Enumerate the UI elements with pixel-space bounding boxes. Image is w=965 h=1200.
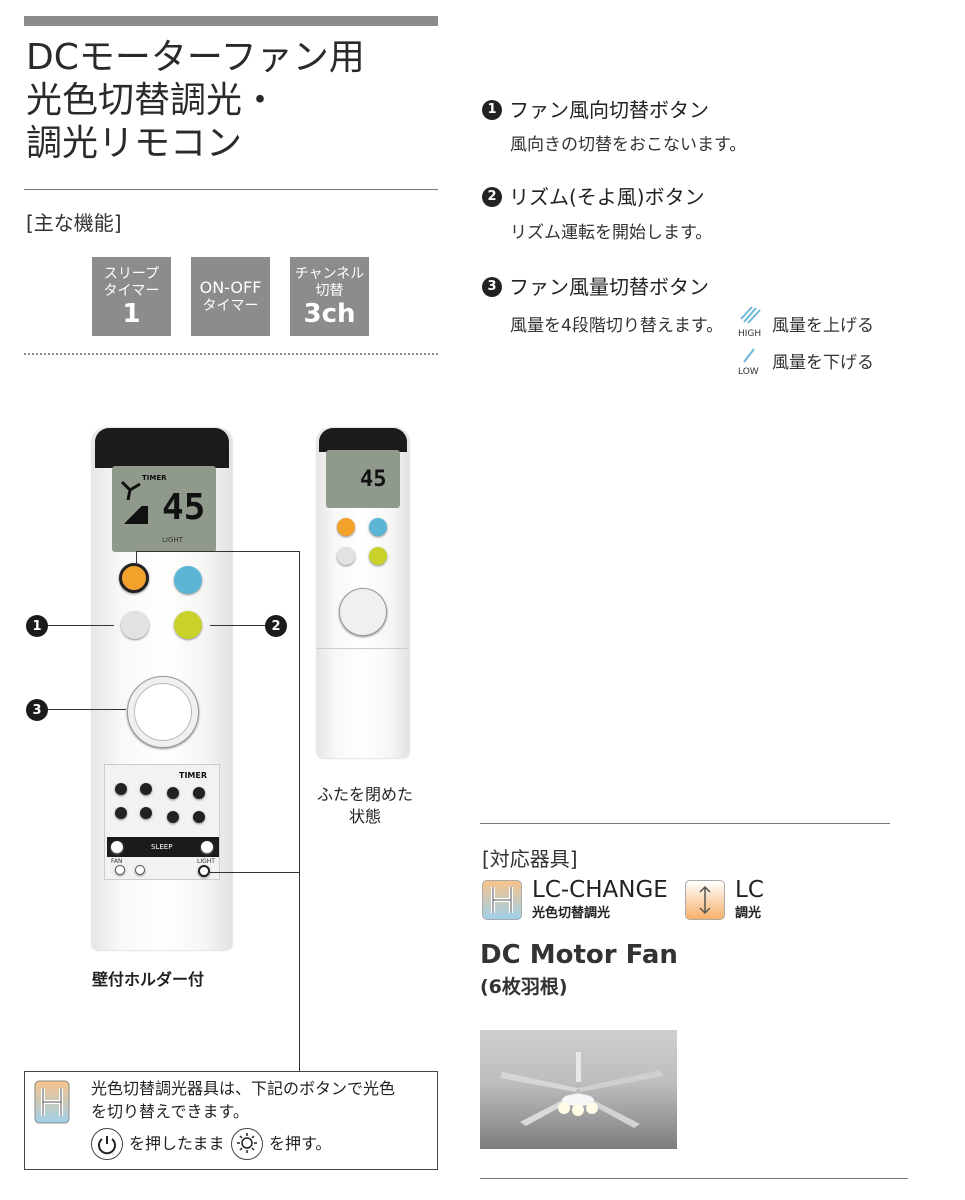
lcd-display-closed: 45: [326, 450, 400, 508]
divider: [24, 189, 438, 190]
lcd-timer-text: TIMER: [142, 474, 167, 482]
callout-line-1: [48, 625, 114, 626]
light-button-closed[interactable]: [337, 518, 355, 536]
high-text: 風量を上げる: [772, 316, 874, 336]
low-wind-icon: LOW: [738, 344, 764, 377]
direction-button-closed[interactable]: [337, 547, 355, 565]
fan-icon: [120, 480, 141, 501]
sleep-bar: SLEEP: [107, 837, 219, 857]
cancel-button[interactable]: [167, 811, 179, 823]
product-subtitle: (6枚羽根): [480, 976, 568, 998]
wind-volume-dial-closed[interactable]: [339, 588, 387, 636]
callout-line-2: [210, 625, 265, 626]
feature-box-onoff-timer: ON-OFF タイマー: [191, 257, 270, 336]
compatible-label: [対応器具]: [482, 847, 578, 871]
remote-head: [95, 428, 229, 468]
divider-bottom: [480, 1178, 908, 1179]
callout-2: 2: [265, 615, 287, 637]
note-press-hold: を押したまま: [129, 1134, 225, 1153]
hour-down-button[interactable]: [115, 807, 127, 819]
connector-top: [136, 551, 300, 552]
power-icon: [91, 1128, 123, 1160]
time-fix-button[interactable]: [115, 865, 125, 875]
light-button[interactable]: [119, 563, 149, 593]
note-box: 光色切替調光器具は、下記のボタンで光色 を切り替えできます。 を押したまま を押…: [24, 1071, 438, 1170]
feature-box-channel: チャンネル 切替 3ch: [290, 257, 369, 336]
light-sleep-button[interactable]: [201, 841, 213, 853]
note-press: を押す。: [269, 1134, 332, 1153]
low-text: 風量を下げる: [772, 353, 874, 373]
min-down-button[interactable]: [140, 807, 152, 819]
lcd-number: 45: [162, 487, 206, 528]
feature-box-sleep-timer: スリープ タイマー 1: [92, 257, 171, 336]
dotted-divider: [24, 353, 438, 355]
feature-3-desc: 風量を4段階切り替えます。: [510, 316, 724, 336]
callout-line-3: [48, 709, 126, 710]
light-label: LIGHT: [197, 858, 215, 865]
ceiling-fan-photo: [480, 1030, 677, 1149]
connector-vertical: [299, 551, 300, 1071]
reset-button[interactable]: [135, 865, 145, 875]
header-bar: [24, 16, 438, 26]
light-sun-icon: [231, 1128, 263, 1160]
lcd-level-bar: [118, 506, 148, 524]
lc-change-label: LC-CHANGE 光色切替調光: [532, 877, 668, 921]
rhythm-button-closed[interactable]: [369, 547, 387, 565]
fan-button[interactable]: [174, 566, 202, 594]
hour-up-button[interactable]: [115, 783, 127, 795]
lc-change-badge-icon: [482, 880, 522, 920]
lc-badge-icon: [685, 880, 725, 920]
remote-open: TIMER 45 LIGHT TIMER SLEEP FAN LIGHT: [92, 428, 232, 950]
note-line-1: 光色切替調光器具は、下記のボタンで光色: [91, 1079, 396, 1098]
holder-caption: 壁付ホルダー付: [92, 970, 205, 989]
number-3-icon: 3: [482, 276, 502, 297]
callout-3: 3: [26, 699, 48, 721]
lcd-display: TIMER 45: [112, 466, 216, 552]
on-timer-button[interactable]: [167, 787, 179, 799]
direction-button[interactable]: [121, 611, 149, 639]
closed-caption: ふたを閉めた 状態: [316, 785, 413, 826]
feature-1-desc: 風向きの切替をおこないます。: [510, 135, 747, 155]
lc-change-icon: [34, 1080, 70, 1124]
feature-2-desc: リズム運転を開始します。: [510, 223, 713, 243]
off-timer-button[interactable]: [193, 787, 205, 799]
fan-sleep-button[interactable]: [111, 841, 123, 853]
connector-bottom: [208, 872, 300, 873]
main-functions-label: [主な機能]: [26, 211, 122, 235]
fan-label: FAN: [111, 858, 123, 865]
min-up-button[interactable]: [140, 783, 152, 795]
sleep-label: SLEEP: [151, 843, 173, 851]
number-1-icon: 1: [482, 99, 502, 120]
note-line-2: を切り替えできます。: [91, 1102, 249, 1121]
connector-drop: [136, 551, 137, 565]
lc-label: LC 調光: [735, 877, 764, 921]
wind-volume-dial[interactable]: [127, 676, 199, 748]
divider-compatible: [480, 823, 890, 824]
rhythm-button[interactable]: [174, 611, 202, 639]
lower-panel: TIMER SLEEP FAN LIGHT: [104, 764, 220, 880]
timer-repeat-button[interactable]: [198, 865, 210, 877]
remote-closed: 45: [317, 428, 409, 758]
callout-1: 1: [26, 615, 48, 637]
timer-label: TIMER: [179, 771, 208, 780]
high-wind-icon: HIGH: [738, 304, 764, 339]
number-2-icon: 2: [482, 186, 502, 207]
set-button[interactable]: [193, 811, 205, 823]
lcd-light-label: LIGHT: [162, 536, 183, 544]
page-title: DCモーターファン用 光色切替調光・ 調光リモコン: [26, 37, 365, 164]
product-title: DC Motor Fan: [480, 940, 678, 970]
fan-button-closed[interactable]: [369, 518, 387, 536]
